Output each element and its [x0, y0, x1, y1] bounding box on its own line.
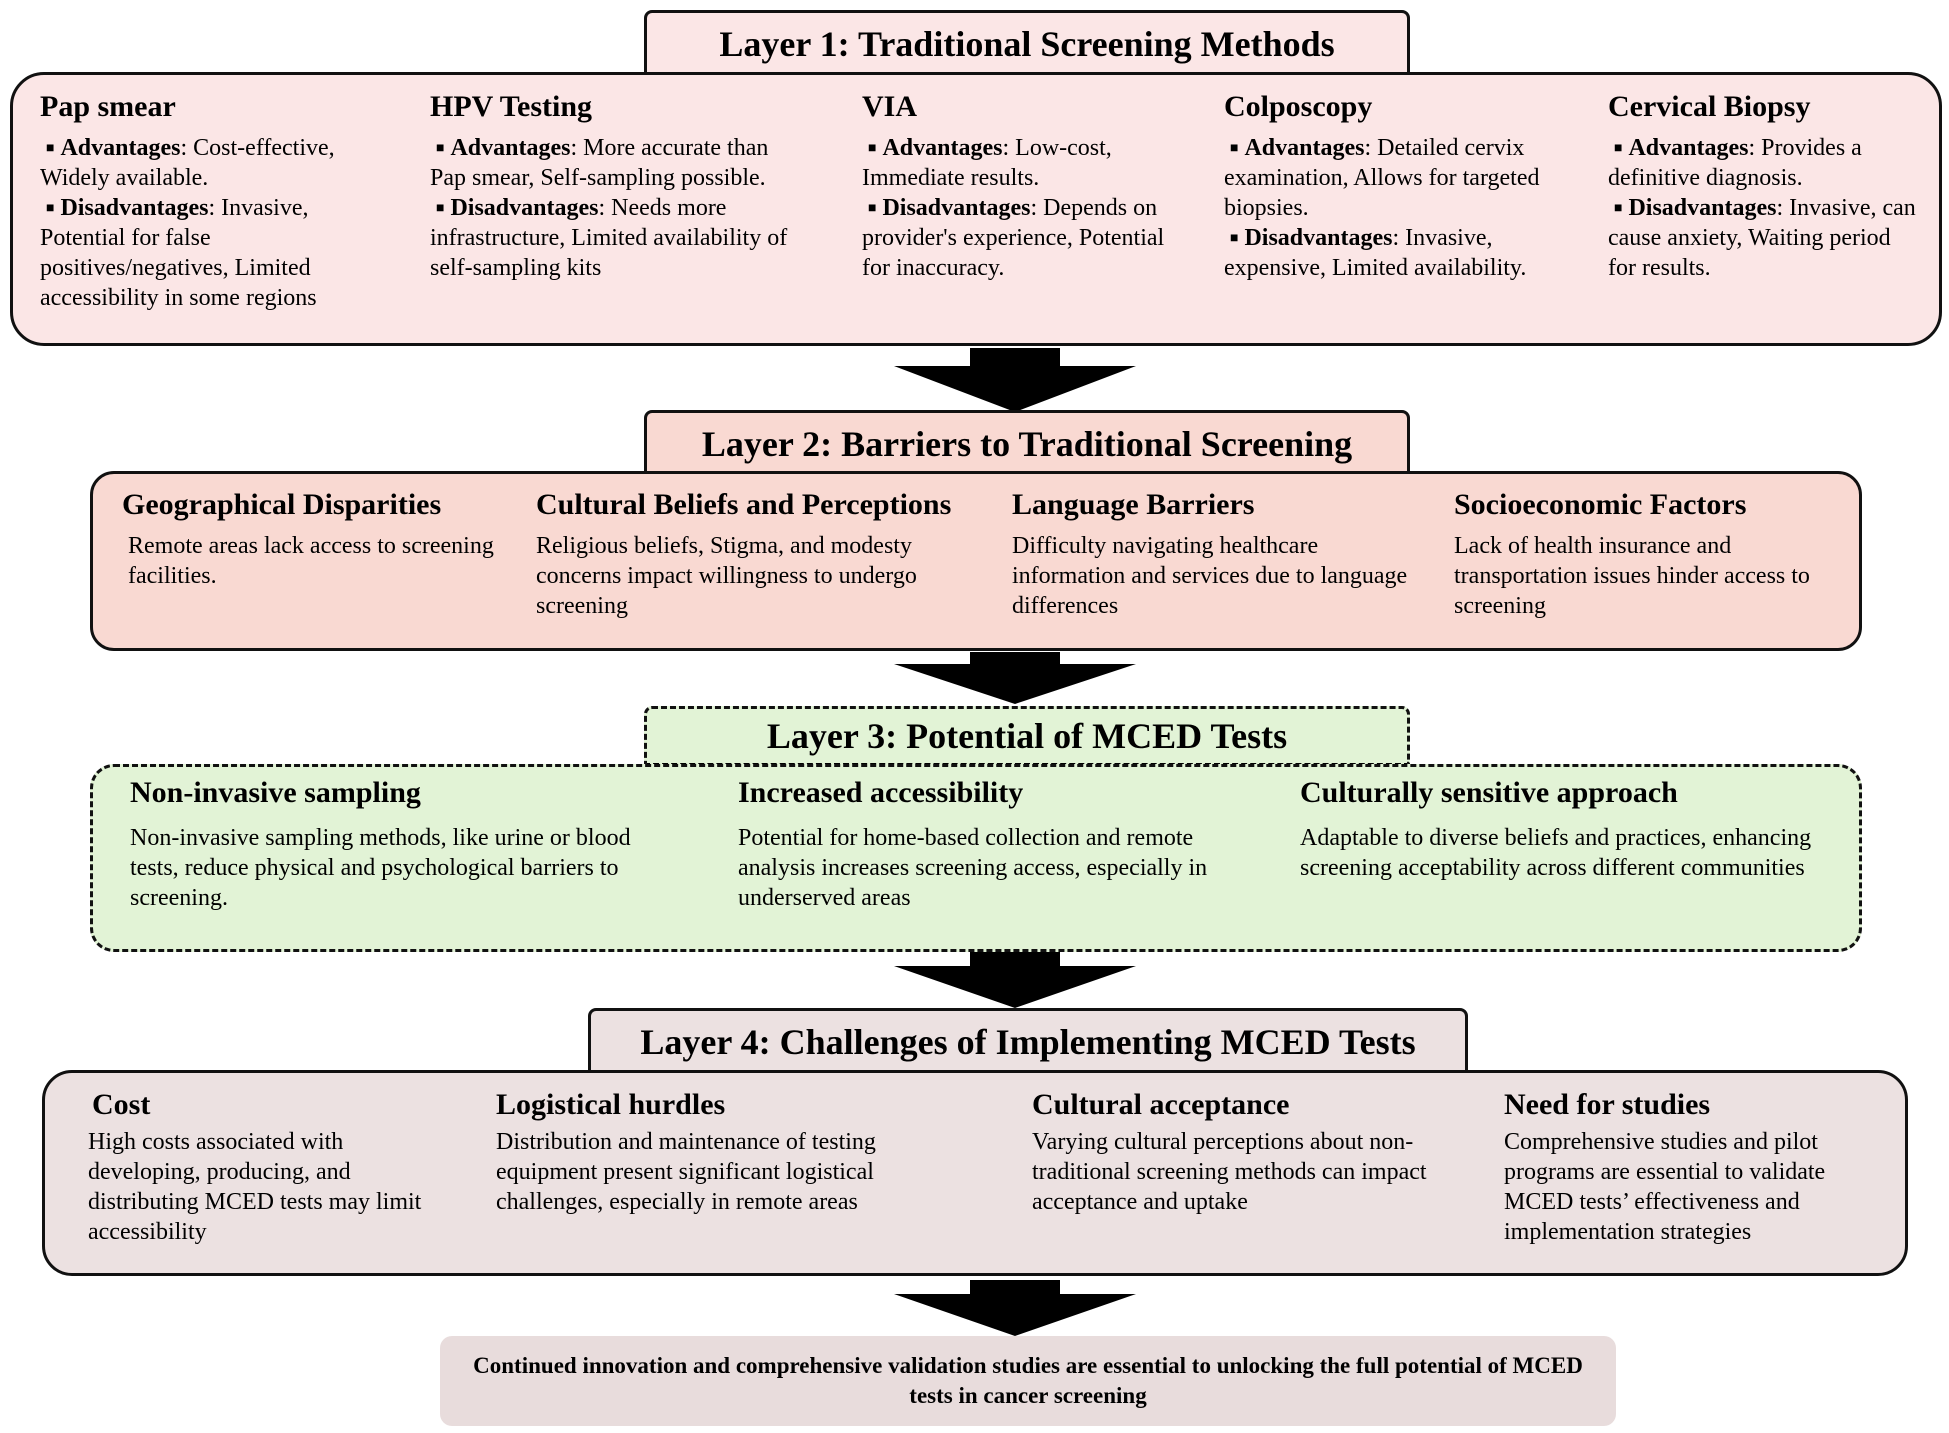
challenge-logistical: Logistical hurdles Distribution and main…	[496, 1088, 966, 1217]
layer4-title: Layer 4: Challenges of Implementing MCED…	[588, 1008, 1468, 1072]
barrier-name: Socioeconomic Factors	[1454, 488, 1747, 521]
layer4-panel	[42, 1070, 1908, 1276]
layer1-panel	[10, 72, 1942, 346]
method-disadvantages: ■Disadvantages: Invasive, can cause anxi…	[1608, 194, 1916, 281]
potential-accessibility: Increased accessibility Potential for ho…	[738, 776, 1268, 913]
potential-culturally-sensitive: Culturally sensitive approach Adaptable …	[1300, 776, 1860, 883]
bullet-icon: ■	[1614, 141, 1623, 157]
layer2-panel	[90, 471, 1862, 651]
down-arrow-icon	[894, 348, 1136, 412]
method-pap-smear: Pap smear ■Advantages: Cost-effective, W…	[40, 90, 380, 313]
bullet-icon: ■	[436, 201, 445, 217]
method-name: HPV Testing	[430, 90, 592, 123]
challenge-text: Varying cultural perceptions about non-t…	[1032, 1128, 1427, 1215]
potential-name: Increased accessibility	[738, 776, 1024, 809]
down-arrow-icon	[894, 652, 1136, 704]
barrier-socioeconomic: Socioeconomic Factors Lack of health ins…	[1454, 488, 1844, 621]
bullet-icon: ■	[868, 201, 877, 217]
challenge-cultural-acceptance: Cultural acceptance Varying cultural per…	[1032, 1088, 1452, 1217]
method-disadvantages: ■Disadvantages: Invasive, Potential for …	[40, 194, 317, 311]
layer3-title: Layer 3: Potential of MCED Tests	[644, 706, 1410, 766]
challenge-need-for-studies: Need for studies Comprehensive studies a…	[1504, 1088, 1894, 1247]
method-disadvantages: ■Disadvantages: Needs more infrastructur…	[430, 194, 788, 281]
barrier-geographical: Geographical Disparities Remote areas la…	[122, 488, 522, 591]
bullet-icon: ■	[46, 141, 55, 157]
layer3-panel	[90, 764, 1862, 952]
method-advantages: ■Advantages: More accurate than Pap smea…	[430, 134, 769, 191]
bullet-icon: ■	[436, 141, 445, 157]
potential-non-invasive: Non-invasive sampling Non-invasive sampl…	[130, 776, 660, 913]
barrier-text: Remote areas lack access to screening fa…	[128, 532, 494, 589]
down-arrow-icon	[894, 952, 1136, 1008]
bullet-icon: ■	[868, 141, 877, 157]
barrier-text: Difficulty navigating healthcare informa…	[1012, 532, 1408, 619]
method-advantages: ■Advantages: Cost-effective, Widely avai…	[40, 134, 335, 191]
method-name: Cervical Biopsy	[1608, 90, 1811, 123]
potential-text: Potential for home-based collection and …	[738, 824, 1208, 911]
barrier-name: Geographical Disparities	[122, 488, 442, 521]
challenge-name: Logistical hurdles	[496, 1088, 726, 1121]
challenge-text: High costs associated with developing, p…	[88, 1128, 422, 1245]
challenge-name: Cost	[92, 1088, 151, 1121]
potential-text: Adaptable to diverse beliefs and practic…	[1300, 824, 1812, 881]
method-name: VIA	[862, 90, 918, 123]
conclusion-box: Continued innovation and comprehensive v…	[440, 1336, 1616, 1426]
challenge-cost: Cost High costs associated with developi…	[88, 1088, 438, 1247]
barrier-name: Cultural Beliefs and Perceptions	[536, 488, 952, 521]
conclusion-text: Continued innovation and comprehensive v…	[473, 1353, 1583, 1408]
barrier-cultural: Cultural Beliefs and Perceptions Religio…	[536, 488, 976, 621]
method-disadvantages: ■Disadvantages: Depends on provider's ex…	[862, 194, 1165, 281]
bullet-icon: ■	[1230, 141, 1239, 157]
potential-text: Non-invasive sampling methods, like urin…	[130, 824, 631, 911]
layer1-title: Layer 1: Traditional Screening Methods	[644, 10, 1410, 74]
method-colposcopy: Colposcopy ■Advantages: Detailed cervix …	[1224, 90, 1564, 283]
method-hpv-testing: HPV Testing ■Advantages: More accurate t…	[430, 90, 790, 283]
barrier-text: Lack of health insurance and transportat…	[1454, 532, 1810, 619]
layer2-title: Layer 2: Barriers to Traditional Screeni…	[644, 410, 1410, 474]
challenge-name: Cultural acceptance	[1032, 1088, 1290, 1121]
method-advantages: ■Advantages: Provides a definitive diagn…	[1608, 134, 1862, 191]
method-name: Pap smear	[40, 90, 176, 123]
down-arrow-icon	[894, 1280, 1136, 1336]
method-advantages: ■Advantages: Detailed cervix examination…	[1224, 134, 1540, 221]
challenge-text: Distribution and maintenance of testing …	[496, 1128, 876, 1215]
bullet-icon: ■	[1230, 231, 1239, 247]
method-cervical-biopsy: Cervical Biopsy ■Advantages: Provides a …	[1608, 90, 1918, 283]
method-via: VIA ■Advantages: Low-cost, Immediate res…	[862, 90, 1182, 283]
method-name: Colposcopy	[1224, 90, 1373, 123]
potential-name: Non-invasive sampling	[130, 776, 421, 809]
barrier-text: Religious beliefs, Stigma, and modesty c…	[536, 532, 917, 619]
barrier-name: Language Barriers	[1012, 488, 1255, 521]
potential-name: Culturally sensitive approach	[1300, 776, 1678, 809]
bullet-icon: ■	[1614, 201, 1623, 217]
bullet-icon: ■	[46, 201, 55, 217]
challenge-text: Comprehensive studies and pilot programs…	[1504, 1128, 1826, 1245]
challenge-name: Need for studies	[1504, 1088, 1711, 1121]
barrier-language: Language Barriers Difficulty navigating …	[1012, 488, 1412, 621]
method-disadvantages: ■Disadvantages: Invasive, expensive, Lim…	[1224, 224, 1527, 281]
method-advantages: ■Advantages: Low-cost, Immediate results…	[862, 134, 1112, 191]
